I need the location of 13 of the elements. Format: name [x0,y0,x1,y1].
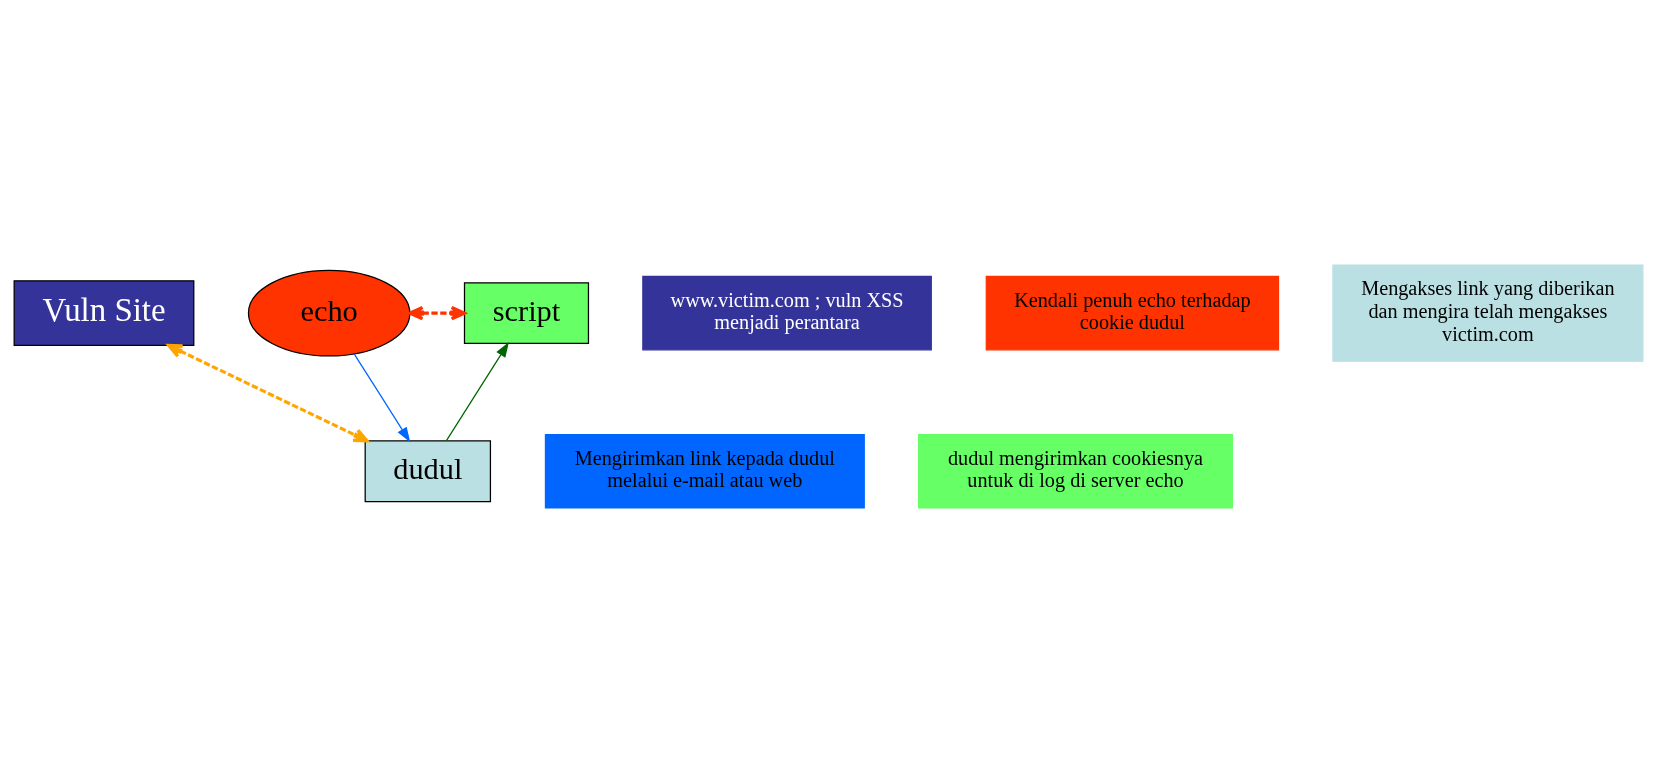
node-box: Mengakses link yang diberikan dan mengira telah mengakses victim.com [1332,263,1644,362]
node-box: dudul mengirimkan cookiesnya untuk di log di server echo [918,433,1233,509]
arrow [445,341,509,441]
node-box: Vuln Site [13,279,195,346]
node-box: www.victim.com ; vuln XSS menjadi perantara [642,275,932,350]
node-box: Kendali penuh echo terhadap cookie dudul [985,275,1280,350]
node-box: Mengirimkan link kepada dudul melalui e-mail atau web [544,433,865,509]
arrow [167,343,369,442]
node-box: script [463,281,590,344]
node-box: dudul [364,439,492,502]
node-ellipse: echo [247,269,411,357]
arrow [353,352,411,442]
arrow [408,305,466,320]
